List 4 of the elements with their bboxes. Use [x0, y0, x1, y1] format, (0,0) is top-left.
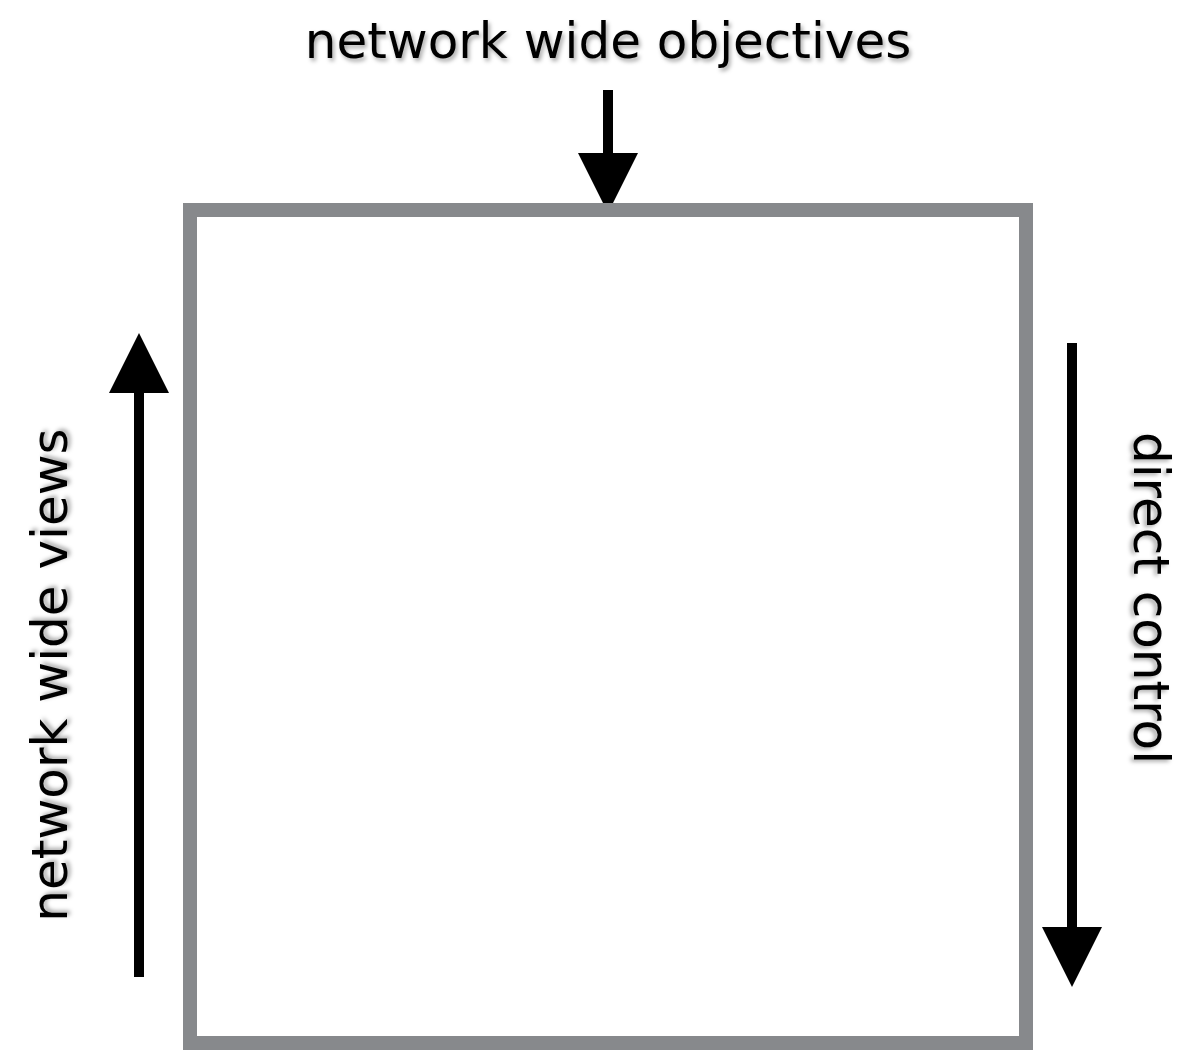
empty-box	[183, 203, 1033, 1050]
heading-text: network wide objectives	[304, 12, 912, 70]
axis-label: network wide views	[22, 428, 78, 922]
axis-label: direct control	[1122, 431, 1178, 765]
